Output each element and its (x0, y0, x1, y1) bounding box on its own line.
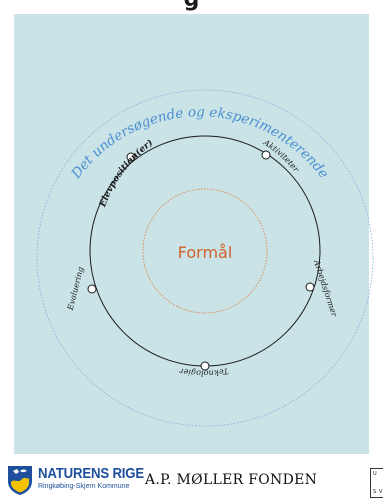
node-marker-evaluering (87, 284, 97, 294)
page-title-text: g (184, 0, 200, 12)
page-title-fragment: g (0, 0, 383, 12)
center-ring (142, 188, 268, 314)
diagram-panel (14, 14, 369, 454)
node-label-arbejdsformer: Arbejdsformer (312, 258, 339, 319)
node-label-evaluering: Evaluering (66, 266, 86, 312)
naturens-rige-subtitle: Ringkøbing-Skjern Kommune (38, 483, 130, 490)
corner-letter-v: V (379, 489, 383, 495)
corner-letter-u: U (373, 471, 377, 477)
node-marker-arbejdsformer (305, 282, 315, 292)
naturens-rige-logo: NATURENS RIGE Ringkøbing-Skjern Kommune (6, 464, 144, 498)
node-label-teknologier: Teknologier (178, 366, 229, 378)
outer-ring (36, 89, 374, 427)
node-marker-aktiviteter (261, 150, 271, 160)
corner-letter-s: S (373, 489, 377, 495)
shield-logo-icon (8, 466, 32, 495)
center-label: Formål (178, 243, 233, 262)
naturens-rige-name: NATURENS RIGE (38, 465, 145, 482)
node-marker-teknologier (200, 361, 210, 371)
node-marker-elevposition (126, 152, 136, 162)
apm-fonden-name: A.P. MØLLER FONDEN (145, 472, 318, 488)
footer: NATURENS RIGE Ringkøbing-Skjern Kommune … (0, 458, 383, 504)
corner-logo-box: U S V (370, 468, 383, 498)
